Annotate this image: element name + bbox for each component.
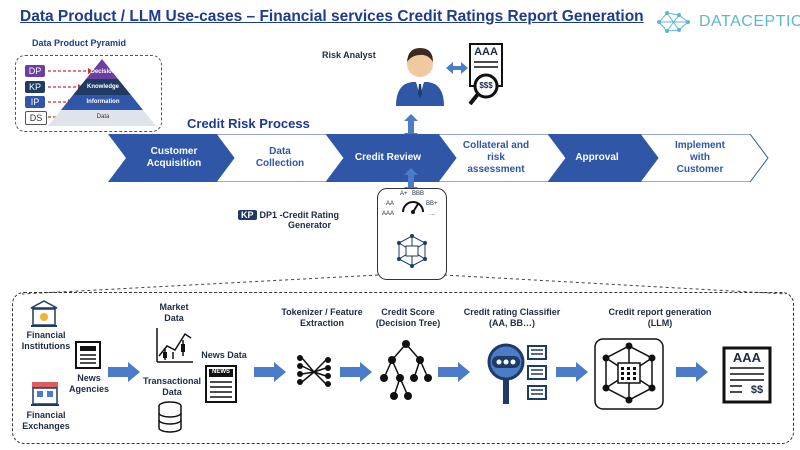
pyramid-level-decision: Decision: [90, 69, 116, 75]
source-financial-institutions: Financial Institutions: [21, 330, 71, 351]
analyst-doc-money: $$$: [479, 81, 493, 90]
llm-model-icon: [594, 338, 664, 410]
step-data-collection-l1: Data: [269, 146, 291, 157]
step-implement: Implement with Customer: [660, 140, 740, 176]
pyramid-level-information: Information: [86, 99, 120, 105]
news-icon-text: NEWS: [212, 369, 230, 375]
step-collateral-l3: assessment: [467, 164, 525, 175]
data-market: Market Data: [159, 302, 189, 323]
classifier-magnifier-icon: [487, 343, 547, 404]
bank-icon: [30, 300, 58, 327]
chevron-data-collection: [215, 134, 345, 182]
chevron-customer-acquisition: [108, 134, 234, 182]
flow-arrow-6-icon: [676, 362, 708, 382]
gauge-icon: [402, 201, 424, 214]
data-transactional: Transactional Data: [142, 376, 202, 397]
model-network-icon: [397, 234, 427, 268]
step-collateral-l1: Collateral and: [462, 140, 530, 151]
vertical-arrow-top-icon: [404, 114, 418, 140]
report-rating: AAA: [732, 350, 762, 365]
risk-analyst-graphic: [396, 43, 503, 106]
analyst-person-icon: [396, 48, 444, 106]
gauge-label-bbb: BBB: [412, 191, 425, 197]
gauge-label-aa: AA: [386, 201, 395, 207]
source-news-agencies: News Agencies: [68, 373, 110, 394]
flow-arrow-5-icon: [556, 362, 588, 382]
step-implement-l2: with: [690, 152, 710, 163]
step-data-collection: Data Collection: [240, 146, 320, 170]
news-document-icon: [205, 365, 237, 403]
tag-ds: DS: [25, 111, 47, 125]
stage-tokenizer: Tokenizer / Feature Extraction: [281, 307, 363, 328]
report-document-icon: [722, 346, 772, 404]
flow-arrow-2-icon: [254, 362, 286, 382]
report-money: $$: [750, 384, 764, 396]
pyramid-title: Data Product Pyramid: [32, 38, 127, 48]
pyramid-decision: [86, 59, 118, 79]
pyramid-graphic: [48, 59, 156, 126]
chevron-implement: [639, 134, 769, 182]
tag-ip: IP: [25, 96, 45, 108]
pyramid-level-knowledge: Knowledge: [86, 84, 119, 90]
process-title: Credit Risk Process: [187, 116, 310, 131]
newspaper-icon: [75, 341, 101, 369]
chevron-credit-review: [326, 134, 456, 182]
rating-document-icon: [468, 43, 503, 106]
flow-arrow-3-icon: [340, 362, 372, 382]
generator-line2: Generator: [288, 220, 332, 230]
flow-arrow-1-icon: [108, 362, 140, 382]
pyramid-data: [48, 110, 156, 126]
market-chart-icon: [156, 328, 193, 363]
generator-line1: DP1 -Credit Rating: [259, 210, 340, 220]
source-financial-exchanges: Financial Exchanges: [22, 410, 70, 431]
analyst-doc-rating: AAA: [474, 46, 498, 58]
gauge-label-bbplus: BB+: [426, 201, 438, 207]
exchange-building-icon: [31, 382, 59, 406]
stage-classifier: Credit rating Classifier (AA, BB…): [463, 307, 561, 328]
chevron-collateral: [437, 134, 567, 182]
gauge-label-more: ...: [430, 211, 436, 217]
brand-name: DATACEPTION: [699, 13, 800, 30]
brand-logo: DATACEPTION: [655, 10, 800, 34]
flow-arrow-4-icon: [438, 362, 470, 382]
pyramid-information: [61, 95, 143, 110]
gauge-label-aaa: AAA: [382, 211, 395, 217]
tag-dp: DP: [25, 65, 45, 77]
chevron-approval: [548, 134, 658, 182]
tokenizer-icon: [297, 355, 331, 387]
step-credit-review: Credit Review: [354, 152, 422, 163]
pipeline-panel: [12, 292, 794, 444]
step-approval: Approval: [575, 152, 619, 163]
step-collateral: Collateral and risk assessment: [451, 140, 541, 176]
rating-generator-box: A+ BBB AA BB+ AAA ...: [377, 188, 447, 280]
gauge-label-aplus: A+: [400, 191, 408, 197]
step-implement-l3: Customer: [676, 164, 724, 175]
data-news: News Data: [201, 350, 247, 360]
step-data-collection-l2: Collection: [255, 158, 305, 169]
risk-analyst-label: Risk Analyst: [322, 50, 376, 60]
step-collateral-l2: risk: [487, 152, 505, 163]
tag-kp: KP: [25, 81, 45, 93]
step-customer-acquisition: Customer Acquisition: [134, 146, 214, 170]
decision-tree-icon: [380, 340, 432, 400]
stage-credit-score: Credit Score (Decision Tree): [375, 307, 441, 328]
vertical-arrow-bottom-icon: [404, 168, 418, 194]
pyramid-level-data: Data: [96, 114, 110, 120]
page-title: Data Product / LLM Use-cases – Financial…: [20, 8, 644, 25]
step-customer-acquisition-l2: Acquisition: [146, 158, 202, 169]
step-implement-l1: Implement: [674, 140, 725, 151]
process-chevrons: [108, 134, 769, 182]
network-logo-icon: [657, 11, 690, 33]
pyramid-panel: DP KP IP DS Decision Knowledge Informati…: [15, 55, 162, 132]
database-icon: [158, 401, 182, 433]
generator-kp-badge: KP: [238, 210, 257, 220]
pyramid-knowledge: [73, 79, 131, 95]
step-customer-acquisition-l1: Customer: [150, 146, 198, 157]
stage-report: Credit report generation (LLM): [608, 307, 712, 328]
bidirectional-arrow-icon: [446, 62, 468, 74]
